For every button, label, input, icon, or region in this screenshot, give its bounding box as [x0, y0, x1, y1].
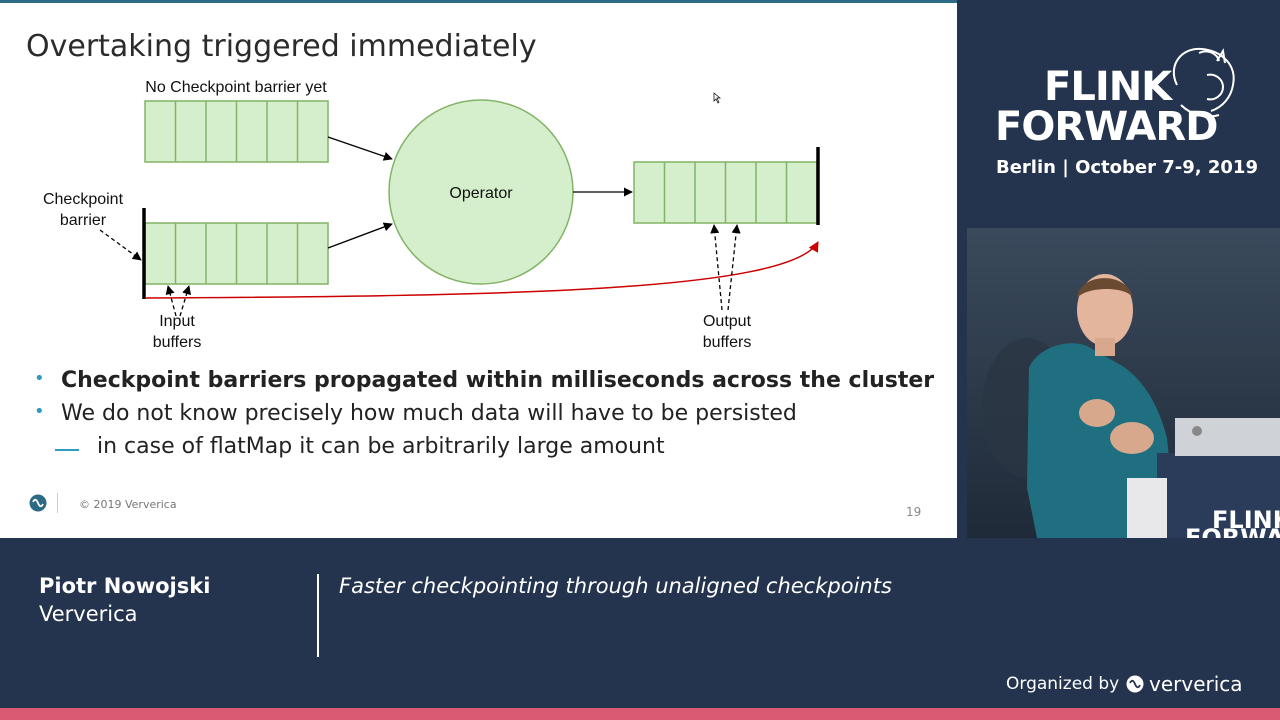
arrow-bottom-to-operator	[327, 222, 393, 249]
ververica-logo-icon	[29, 494, 47, 512]
bottom-accent-bar	[0, 708, 1280, 720]
footer-divider	[57, 493, 58, 513]
bullet-text-1: Checkpoint barriers propagated within mi…	[61, 368, 935, 393]
input-pointer-arrow-1	[165, 285, 177, 317]
output-pointer-arrow-2	[727, 224, 741, 311]
label-checkpoint-barrier-2: barrier	[60, 212, 107, 229]
speaker-name: Piotr Nowojski	[39, 574, 211, 598]
podium-text-forward: FORWARD	[1185, 524, 1280, 538]
flink-squirrel-logo-icon	[1172, 47, 1235, 118]
ververica-organizer-logo-icon	[1126, 675, 1144, 693]
barrier-pointer-arrow	[99, 229, 142, 261]
talk-title: Faster checkpointing through unaligned c…	[339, 574, 892, 598]
label-input-2: buffers	[153, 334, 202, 351]
speaker-video-frame: FLINK FORWARD	[967, 228, 1280, 538]
operator-label: Operator	[449, 185, 513, 202]
speaker-company: Ververica	[39, 602, 138, 626]
bullet-text-2: We do not know precisely how much data w…	[61, 401, 797, 426]
label-output-1: Output	[703, 313, 752, 330]
sub-bullet-text: in case of flatMap it can be arbitrarily…	[97, 434, 665, 459]
event-location-date: Berlin | October 7-9, 2019	[996, 157, 1258, 178]
input-buffer-top	[144, 100, 329, 163]
bullet-dot-icon: •	[34, 368, 45, 389]
bullet-dot-icon: •	[34, 401, 45, 422]
speaker-video: FLINK FORWARD	[967, 228, 1280, 538]
slide-page-number: 19	[906, 505, 922, 519]
organized-by-label: Organized by	[1006, 674, 1120, 694]
input-pointer-arrow-2	[179, 285, 192, 317]
brand-line-2: FORWARD	[995, 104, 1218, 150]
conference-branding: FLINK FORWARD Berlin | October 7-9, 2019	[957, 0, 1280, 228]
label-output-2: buffers	[703, 334, 752, 351]
label-no-barrier: No Checkpoint barrier yet	[145, 79, 327, 96]
brand-line-1: FLINK	[1044, 64, 1172, 110]
mouse-cursor-icon	[713, 92, 721, 104]
output-buffer	[633, 161, 818, 224]
arrow-top-to-operator	[327, 136, 393, 161]
presentation-slide: Overtaking triggered immediately No Chec…	[0, 0, 957, 538]
sub-bullet-dash-icon	[55, 449, 79, 451]
slide-title: Overtaking triggered immediately	[26, 29, 537, 64]
buffer-diagram: No Checkpoint barrier yet Checkpoint bar…	[43, 79, 820, 351]
overtaking-arrow	[145, 241, 819, 299]
footer-copyright: © 2019 Ververica	[79, 498, 177, 511]
label-input-1: Input	[159, 313, 195, 330]
organizer-name: ververica	[1149, 672, 1243, 696]
label-checkpoint-barrier-1: Checkpoint	[43, 191, 124, 208]
input-buffer-bottom	[144, 222, 329, 285]
podium-text-flink: FLINK	[1212, 506, 1280, 534]
output-pointer-arrow-1	[710, 224, 723, 311]
lower-third-banner: Piotr Nowojski Ververica Faster checkpoi…	[0, 538, 1280, 708]
lower-third-divider	[317, 574, 319, 657]
slide-top-accent	[0, 0, 957, 3]
